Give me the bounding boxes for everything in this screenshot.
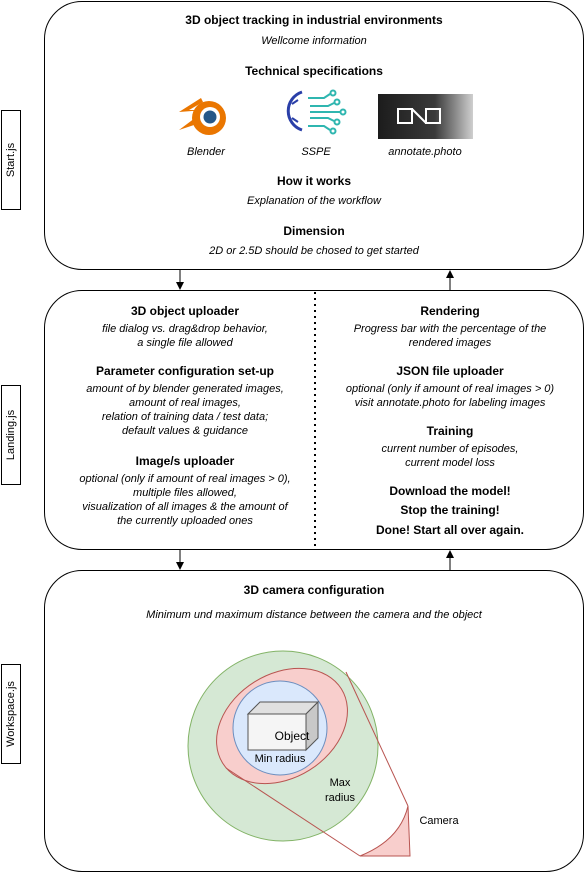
sspe-label: SSPE <box>301 146 331 158</box>
camera-label: Camera <box>419 815 459 827</box>
object-cube <box>246 700 320 752</box>
json-line-1: optional (only if amount of real images … <box>345 383 555 395</box>
camera-icon <box>359 805 411 857</box>
object-uploader-title: 3D object uploader <box>130 304 240 318</box>
dimension-title: Dimension <box>283 224 345 238</box>
training-line-1: current number of episodes, <box>381 443 519 455</box>
training-line-2: current model loss <box>405 457 495 469</box>
how-it-works-text: Explanation of the workflow <box>247 195 381 207</box>
json-uploader-title: JSON file uploader <box>396 364 504 378</box>
object-label: Object <box>274 729 310 743</box>
image-uploader-line-1: optional (only if amount of real images … <box>79 473 291 485</box>
workspace-js-label: Workspace.js <box>1 664 21 764</box>
how-it-works-title: How it works <box>276 174 351 188</box>
image-uploader-line-3: visualization of all images & the amount… <box>82 501 288 513</box>
rendering-title: Rendering <box>420 304 480 318</box>
image-uploader-line-2: multiple files allowed, <box>133 487 237 499</box>
param-line-3: relation of training data / test data; <box>101 411 269 423</box>
sspe-logo <box>286 89 347 135</box>
object-uploader-line-2: a single file allowed <box>137 337 233 349</box>
param-config-title: Parameter configuration set-up <box>95 364 275 378</box>
start-js-label: Start.js <box>1 110 21 210</box>
json-line-2: visit annotate.photo for labeling images <box>354 397 546 409</box>
welcome-text: Wellcome information <box>261 35 367 47</box>
max-radius-label-line-1: Max <box>329 777 351 789</box>
annotate-photo-label: annotate.photo <box>388 146 462 158</box>
object-uploader-line-1: file dialog vs. drag&drop behavior, <box>102 323 268 335</box>
min-radius-label: Min radius <box>254 753 306 765</box>
rendering-line-2: rendered images <box>408 337 492 349</box>
dimension-text: 2D or 2.5D should be chosed to get start… <box>209 245 419 257</box>
start-panel <box>44 1 584 270</box>
frustum-line-bottom <box>225 767 361 857</box>
frustum-line-top <box>345 671 409 807</box>
param-line-1: amount of by blender generated images, <box>86 383 284 395</box>
image-uploader-title: Image/s uploader <box>135 454 235 468</box>
start-over-text: Done! Start all over again. <box>375 523 525 537</box>
param-line-2: amount of real images, <box>129 397 241 409</box>
stop-training-text: Stop the training! <box>400 503 500 517</box>
tech-spec-title: Technical specifications <box>245 64 383 78</box>
max-radius-label-line-2: radius <box>325 792 355 804</box>
landing-js-label: Landing.js <box>1 385 21 485</box>
start-title: 3D object tracking in industrial environ… <box>185 13 443 27</box>
blender-label: Blender <box>187 146 225 158</box>
annotate-photo-logo <box>378 94 473 139</box>
rendering-line-1: Progress bar with the percentage of the <box>353 323 547 335</box>
param-line-4: default values & guidance <box>122 425 248 437</box>
camera-config-subtitle: Minimum und maximum distance between the… <box>146 609 482 621</box>
blender-logo <box>179 98 226 135</box>
training-title: Training <box>426 424 474 438</box>
download-model-text: Download the model! <box>389 484 511 498</box>
image-uploader-line-4: the currently uploaded ones <box>117 515 253 527</box>
camera-config-title: 3D camera configuration <box>243 583 385 597</box>
